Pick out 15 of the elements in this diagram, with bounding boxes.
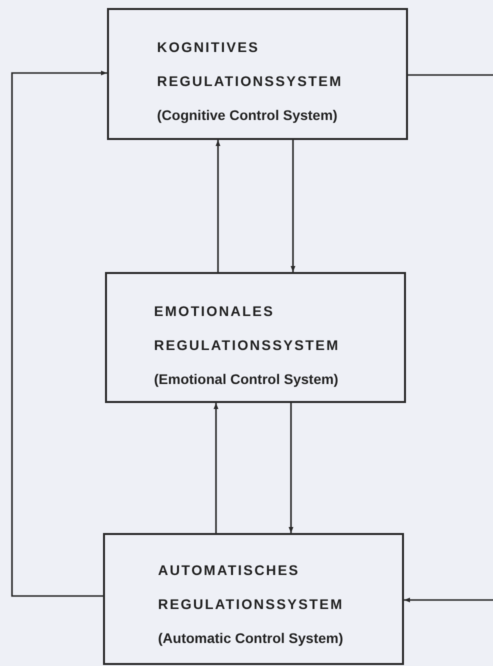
system-title: KOGNITIVES REGULATIONSSYSTEM — [157, 38, 344, 91]
arrow — [290, 140, 296, 272]
arrow — [216, 140, 220, 272]
system-title: EMOTIONALES REGULATIONSSYSTEM — [154, 302, 341, 355]
arrow — [11, 70, 107, 597]
english-subtitle: (Cognitive Control System) — [157, 106, 338, 124]
system-box — [105, 272, 406, 403]
arrow — [404, 598, 493, 602]
arrow — [288, 403, 294, 533]
system-box — [103, 533, 404, 665]
system-title: AUTOMATISCHES REGULATIONSSYSTEM — [158, 561, 345, 614]
english-subtitle: (Emotional Control System) — [154, 370, 340, 388]
arrow — [214, 403, 218, 533]
system-box — [107, 8, 408, 140]
english-subtitle: (Automatic Control System) — [158, 629, 344, 647]
